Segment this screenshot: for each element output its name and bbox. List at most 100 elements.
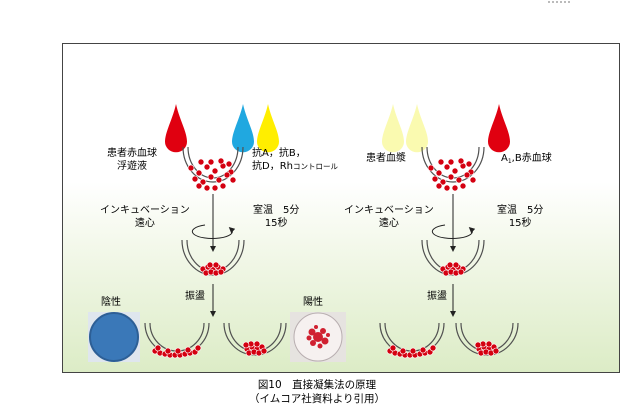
suspension-cell [211, 167, 219, 175]
agglutination-spot [308, 328, 316, 336]
negative-result-photo [90, 313, 138, 361]
suspension-cell [439, 178, 447, 186]
left-reagent-line-2: 抗D，Rhコントロール [252, 161, 338, 172]
right-process-line-1: インキュベーション [344, 205, 434, 216]
agglutination-spot [314, 325, 318, 329]
suspension-cell [219, 182, 227, 190]
dispersed-cell [194, 344, 202, 352]
agglutination-spot [321, 337, 329, 345]
dispersed-cell [419, 346, 427, 354]
suspension-cell [459, 182, 467, 190]
pellet-cell [212, 261, 220, 269]
dispersed-cell [389, 344, 397, 352]
left-process-line-1: インキュベーション [100, 205, 190, 216]
dispersed-cell [154, 344, 162, 352]
pellet-cell [217, 268, 225, 276]
agglutinated-cell [485, 340, 493, 348]
left-condition-line-2: 15秒 [264, 218, 288, 229]
agglutination-spot [317, 343, 323, 349]
suspension-cell [451, 184, 459, 192]
right-condition-line-1: 室温 5分 [497, 205, 544, 216]
left-sample-bowl [182, 146, 244, 183]
left-reagent-line-1: 抗A，抗B， [252, 148, 306, 159]
suspension-cell [207, 158, 215, 166]
left-sample-label: 患者赤血球 浮遊液 [107, 147, 157, 173]
dispersed-cell [429, 344, 437, 352]
agglutinated-cell [474, 341, 482, 349]
suspension-cell [229, 176, 237, 184]
right-shake-label: 振盪 [427, 291, 447, 302]
right-process-label: インキュベーション 遠心 [344, 204, 434, 230]
right-condition-line-2: 15秒 [508, 218, 532, 229]
right-sample-bowl [421, 146, 485, 183]
suspension-cell [199, 178, 207, 186]
decorative-dots [548, 1, 570, 3]
pale-yellow-drop-icon [406, 104, 428, 153]
left-sample-label-line-1: 患者赤血球 [107, 148, 157, 159]
agglutination-spot [320, 328, 326, 334]
agglutinated-cell [260, 347, 268, 355]
suspension-cell [435, 169, 443, 177]
suspension-cell [443, 184, 451, 192]
pellet-cell [452, 261, 460, 269]
rotation-arrow-icon [191, 224, 236, 240]
caption-title: 図10 直接凝集法の原理 [257, 379, 377, 391]
dispersed-cell [164, 347, 172, 355]
suspension-cell [203, 163, 211, 171]
suspension-cell [207, 173, 215, 181]
dispersed-cell [174, 347, 182, 355]
left-process-line-2: 遠心 [134, 218, 155, 229]
agglutination-diagram [88, 104, 519, 362]
blue-drop-icon [232, 104, 254, 153]
red-drop-icon [165, 104, 187, 153]
suspension-cell [451, 167, 459, 175]
agglutinated-cell [492, 347, 500, 355]
left-sample-label-line-2: 浮遊液 [117, 161, 147, 172]
dispersed-cell [409, 347, 417, 355]
positive-label: 陽性 [303, 297, 323, 308]
suspension-cell [225, 160, 233, 168]
agglutination-spot [313, 332, 323, 342]
suspension-cell [463, 171, 471, 179]
left-reagent-label: 抗A，抗B， 抗D，Rhコントロール [252, 147, 338, 173]
suspension-cell [431, 175, 439, 183]
left-centrifuge-bowl [181, 239, 245, 276]
diagram-frame: 患者赤血球 浮遊液 抗A，抗B， 抗D，Rhコントロール インキュベーション 遠… [62, 43, 620, 373]
agglutination-spot [326, 333, 330, 337]
caption-source: （イムコア社資料より引用） [248, 393, 386, 405]
left-condition-line-1: 室温 5分 [253, 205, 300, 216]
left-shake-label: 振盪 [185, 291, 205, 302]
red-drop-icon [488, 104, 510, 153]
suspension-cell [435, 182, 443, 190]
suspension-cell [457, 157, 465, 165]
dispersed-cell [184, 346, 192, 354]
yellow-drop-icon [257, 104, 279, 153]
suspension-cell [197, 158, 205, 166]
suspension-cell [203, 184, 211, 192]
suspension-cell [217, 157, 225, 165]
right-sample-label: 患者血漿 [366, 153, 406, 164]
suspension-cell [191, 175, 199, 183]
pellet-cell [446, 261, 454, 269]
pellet-cell [457, 268, 465, 276]
suspension-cell [195, 169, 203, 177]
pale-yellow-drop-icon [382, 104, 404, 153]
negative-photo-rim [89, 312, 139, 362]
right-process-line-2: 遠心 [378, 218, 399, 229]
negative-label: 陰性 [101, 297, 121, 308]
suspension-cell [443, 163, 451, 171]
suspension-cell [215, 176, 223, 184]
left-process-label: インキュベーション 遠心 [100, 204, 190, 230]
right-reagent-label: A1,B赤血球 [501, 153, 552, 165]
pellet-cell [206, 261, 214, 269]
suspension-cell [427, 164, 435, 172]
right-centrifuge-bowl [421, 239, 485, 276]
suspension-cell [447, 158, 455, 166]
agglutinated-cell [242, 341, 250, 349]
figure-caption: 図10 直接凝集法の原理 （イムコア社資料より引用） [0, 378, 634, 406]
suspension-cell [447, 173, 455, 181]
suspension-cell [195, 182, 203, 190]
suspension-cell [211, 184, 219, 192]
dispersed-cell [399, 347, 407, 355]
agglutinated-cell [253, 340, 261, 348]
